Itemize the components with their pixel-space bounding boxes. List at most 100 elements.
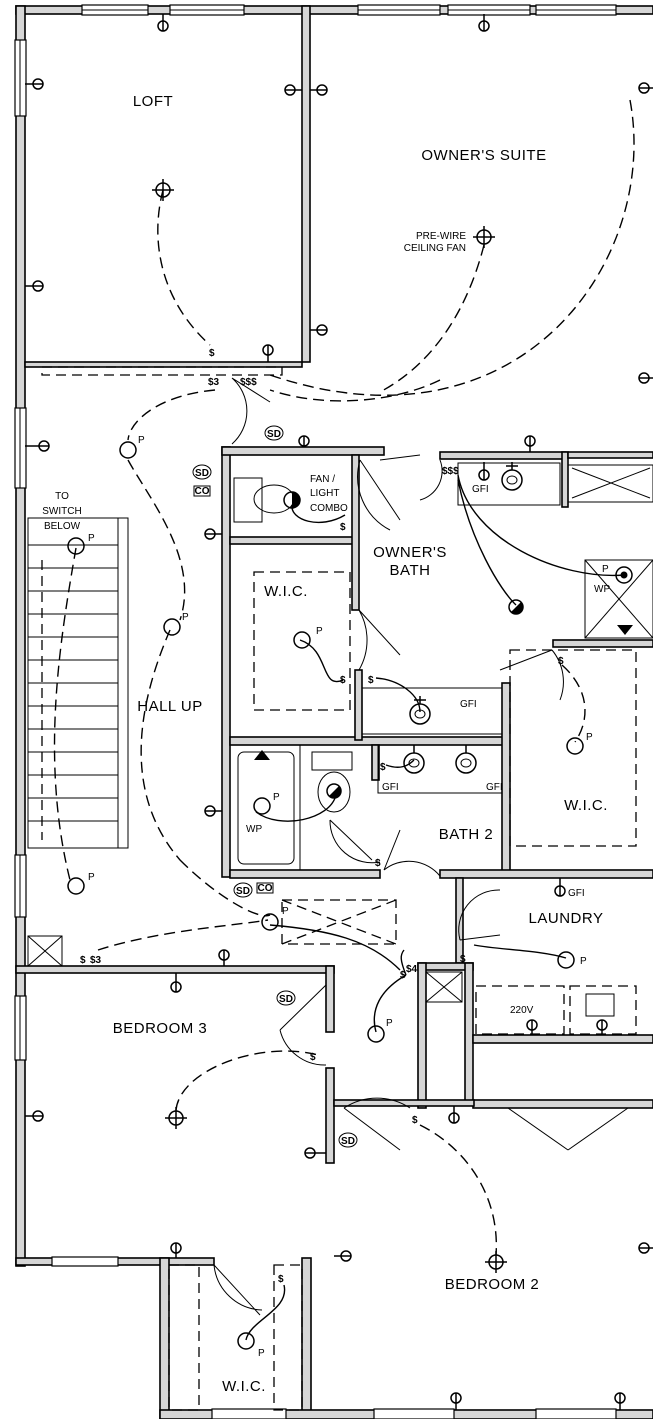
room-label-laundry: LAUNDRY [529, 910, 604, 927]
switch-label: $ [400, 970, 406, 981]
vanity-light-icon [409, 696, 431, 725]
fan-light-combo-icon [283, 491, 301, 509]
vanity-light-icon [455, 745, 477, 774]
detectors: SD SD CO SD CO SD SD [192, 425, 358, 1148]
pendant-light-icon [367, 1025, 385, 1043]
room-label-owners-bath: OWNER'S [373, 544, 447, 561]
pendant-light-icon [237, 1332, 255, 1350]
switch3-label: $3 [208, 377, 220, 388]
fan-combo-note: COMBO [310, 503, 348, 514]
stairs [27, 517, 129, 849]
pendant-tag: P [273, 792, 280, 803]
outlet-icon [334, 1250, 352, 1262]
wall-light-icon [326, 783, 342, 799]
light-fixture-icon [165, 1107, 187, 1129]
outlet-icon [170, 973, 182, 993]
outlet-icon [170, 1242, 182, 1258]
co-label: CO [195, 486, 210, 497]
sd-label: SD [195, 468, 209, 479]
switch-label: $ [340, 675, 346, 686]
pendant-tag: P [88, 533, 95, 544]
room-label-hall-up: HALL UP [137, 698, 202, 715]
pendant-tag: P [138, 435, 145, 446]
outlet-icon [526, 1019, 538, 1035]
outlet-icon [448, 1106, 460, 1124]
outlet-icon [478, 462, 490, 481]
ceiling-fan-icon [473, 226, 495, 248]
room-label-wic-owner: W.I.C. [264, 583, 308, 600]
wp-light-icon [615, 566, 633, 584]
vanity-light-icon [501, 462, 523, 491]
walls [15, 5, 653, 1419]
outlet-icon [638, 1242, 653, 1254]
outlet-icon [310, 84, 328, 96]
smoke-detector-icon: SD [192, 464, 212, 480]
switch-labels: $ $3 $$$ $$$ $ $ $ $ $ $ $ $ $3 $ $4 $ $… [80, 348, 564, 1285]
smoke-detector-icon: SD [338, 1132, 358, 1148]
outlet-icon [25, 280, 44, 292]
switch-label: $ [310, 1052, 316, 1063]
sd-label: SD [341, 1136, 355, 1147]
outlet-icon [450, 1392, 462, 1410]
sd-label: SD [279, 994, 293, 1005]
pendant-light-icon [67, 877, 85, 895]
room-label-wic-bottom: W.I.C. [222, 1378, 266, 1395]
pendant-light-icon [253, 797, 271, 815]
triple-switch-label: $$$ [442, 466, 459, 477]
pendant-light-icon [293, 631, 311, 649]
outlet-icon [204, 805, 222, 817]
room-label-bedroom2: BEDROOM 2 [445, 1276, 540, 1293]
prewire-note: CEILING FAN [404, 243, 466, 254]
fixture-tags: P P P P P P P P P P P P WP WP GFI GFI GF… [88, 435, 610, 1359]
pendant-tag: P [258, 1348, 265, 1359]
pendant-tag: P [182, 612, 189, 623]
outlet-icon [298, 435, 310, 447]
pendant-light-icon [566, 737, 584, 755]
switch4-label: $4 [406, 964, 418, 975]
switch-label: $ [412, 1115, 418, 1126]
outlet-icon [218, 949, 230, 966]
outlet-icon [25, 1110, 44, 1122]
smoke-detector-icon: SD [264, 425, 284, 441]
switch-label: $ [375, 858, 381, 869]
doors [213, 377, 629, 1316]
room-label-owners-suite: OWNER'S SUITE [421, 147, 546, 164]
prewire-note: PRE-WIRE [416, 231, 466, 242]
pendant-light-icon [261, 913, 279, 931]
gfi-tag: GFI [382, 782, 399, 793]
outlet-icon [157, 14, 169, 32]
pendant-tag: P [580, 956, 587, 967]
fan-combo-note: FAN / [310, 474, 335, 485]
room-label-loft: LOFT [133, 93, 173, 110]
room-label-wic-right: W.I.C. [564, 797, 608, 814]
pendant-tag: P [386, 1018, 393, 1029]
triple-switch-label: $$$ [240, 377, 257, 388]
switch-label: $ [80, 955, 86, 966]
pendant-tag: P [282, 906, 289, 917]
outlet-icon [310, 324, 328, 336]
wiring [53, 99, 635, 1341]
smoke-detector-icon: SD [276, 990, 296, 1006]
switch-label: $ [209, 348, 215, 359]
gfi-tag: GFI [568, 888, 585, 899]
fan-combo-note: LIGHT [310, 488, 339, 499]
co-detector-icon: CO [193, 485, 211, 497]
room-label-bedroom3: BEDROOM 3 [113, 1020, 208, 1037]
outlet-icon [304, 1147, 326, 1159]
pendant-tag: P [316, 626, 323, 637]
room-label-bath2: BATH 2 [439, 826, 493, 843]
outlet-icon [25, 78, 44, 90]
room-label-owners-bath: BATH [390, 562, 431, 579]
outlet-icon [204, 528, 222, 540]
outlet-icon [638, 372, 653, 384]
outlet-icon [262, 344, 274, 362]
switch3-label: $3 [90, 955, 102, 966]
windows [14, 4, 617, 1419]
co-detector-icon: CO [256, 882, 274, 894]
light-fixture-icon [485, 1251, 507, 1273]
pendant-tag: P [88, 872, 95, 883]
to-switch-note: TO [55, 491, 69, 502]
switch-label: $ [368, 675, 374, 686]
outlet-icon [554, 878, 566, 897]
